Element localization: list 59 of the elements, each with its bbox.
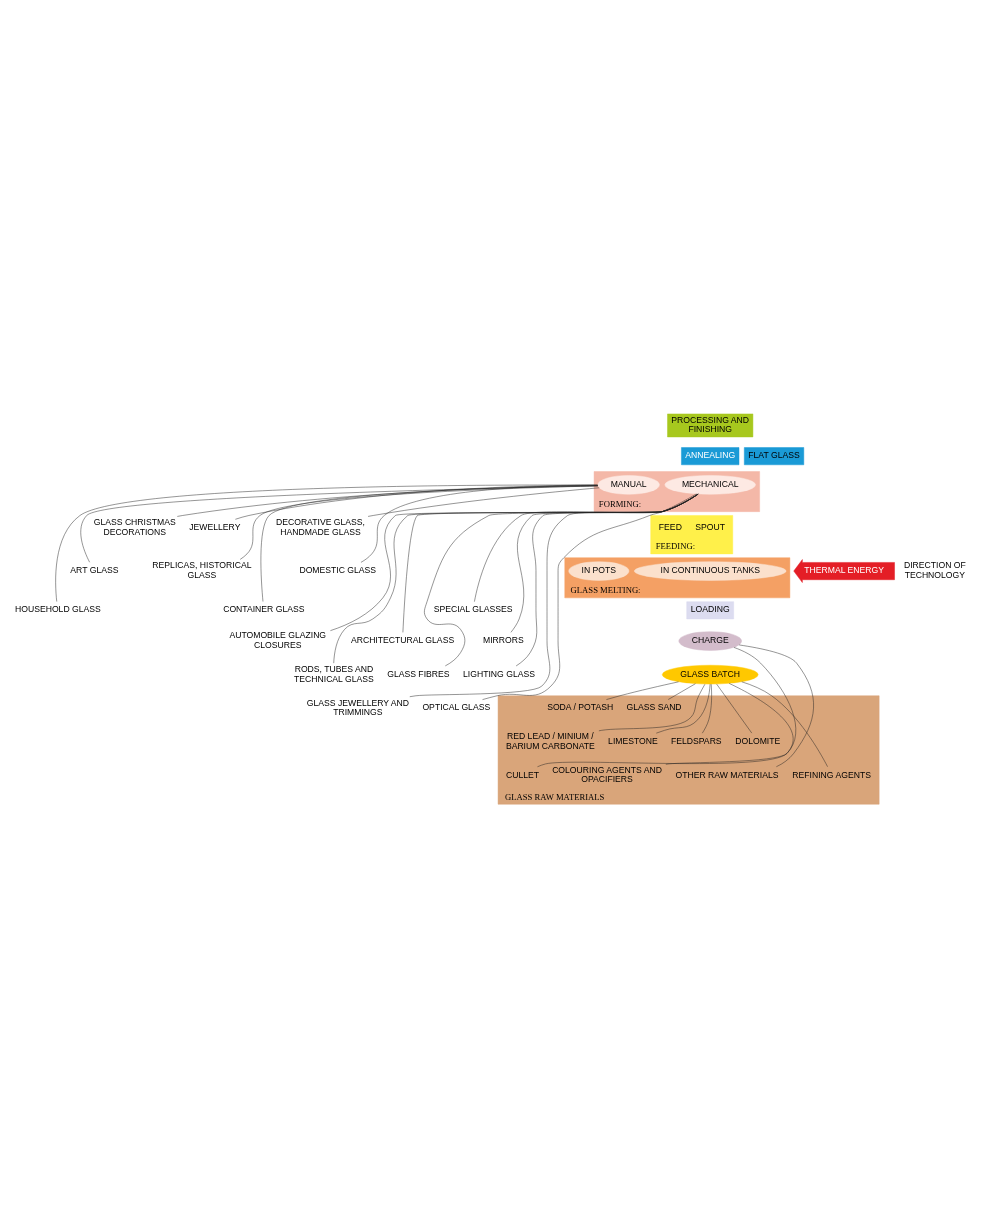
connector [738, 644, 814, 767]
node-text: CULLET [506, 769, 540, 780]
connector [474, 493, 699, 602]
node-text: LIMESTONE [608, 735, 658, 746]
node-text: DOLOMITE [735, 735, 781, 746]
node-text: HOUSEHOLD GLASS [15, 603, 101, 614]
connector [537, 646, 796, 767]
node-ellipse: CHARGE [678, 630, 742, 651]
connector [409, 493, 699, 697]
label: DIRECTION OF TECHNOLOGY [903, 559, 966, 580]
node-text: REFINING AGENTS [792, 769, 871, 780]
node-ellipse: MECHANICAL [664, 474, 756, 494]
node-text: JEWELLERY [189, 521, 241, 532]
node-text: SODA / POTASH [547, 701, 614, 712]
node-text: GLASS CHRISTMAS DECORATIONS [93, 516, 176, 537]
node-ellipse: GLASS BATCH [662, 664, 759, 684]
node-text: FELDSPARS [670, 735, 722, 746]
node-text: GLASS JEWELLERY AND TRIMMINGS [306, 697, 410, 717]
connector [482, 493, 697, 700]
connector [333, 493, 699, 663]
connector [402, 493, 699, 633]
node-text: SPOUT [695, 521, 726, 532]
connector [360, 484, 598, 563]
node-text: AUTOMOBILE GLAZING CLOSURES [229, 629, 327, 650]
node-box: FLAT GLASS [744, 446, 805, 465]
node-text: REPLICAS, HISTORICAL GLASS [152, 559, 252, 580]
connector [741, 681, 828, 767]
connector [367, 487, 600, 517]
connector [55, 484, 598, 602]
node-ellipse: MANUAL [597, 474, 660, 494]
node-text: RODS, TUBES AND TECHNICAL GLASS [294, 663, 374, 684]
node-text: FEED [658, 521, 682, 532]
node-text: ART GLASS [70, 564, 119, 575]
node-text: DOMESTIC GLASS [299, 564, 377, 575]
node-text: GLASS FIBRES [387, 668, 450, 679]
node-ellipse: IN CONTINUOUS TANKS [634, 560, 787, 581]
connector [235, 484, 598, 520]
connector [177, 484, 598, 517]
node-box: ANNEALING [681, 446, 740, 465]
node-text: DECORATIVE GLASS, HANDMADE GLASS [275, 516, 365, 537]
node-ellipse: IN POTS [568, 560, 630, 581]
connector [665, 682, 794, 765]
node-text: SPECIAL GLASSES [433, 603, 513, 614]
node-text: OTHER RAW MATERIALS [675, 769, 779, 780]
connector [260, 484, 599, 602]
connector [424, 493, 699, 666]
node-text: MIRRORS [482, 634, 524, 645]
connector [330, 493, 699, 631]
connector [80, 485, 599, 562]
node-box: LOADING [686, 600, 734, 619]
node-text: CONTAINER GLASS [223, 603, 305, 614]
node-text: COLOURING AGENTS AND OPACIFIERS [552, 764, 662, 784]
node-text: ARCHITECTURAL GLASS [350, 634, 455, 645]
node-text: RED LEAD / MINIUM / BARIUM CARBONATE [505, 730, 595, 751]
connector [239, 485, 599, 560]
node-text: LIGHTING GLASS [463, 668, 535, 679]
node-box: PROCESSING AND FINISHING [667, 413, 754, 437]
node-text: GLASS SAND [626, 701, 682, 712]
node-text: OPTICAL GLASS [422, 701, 491, 712]
